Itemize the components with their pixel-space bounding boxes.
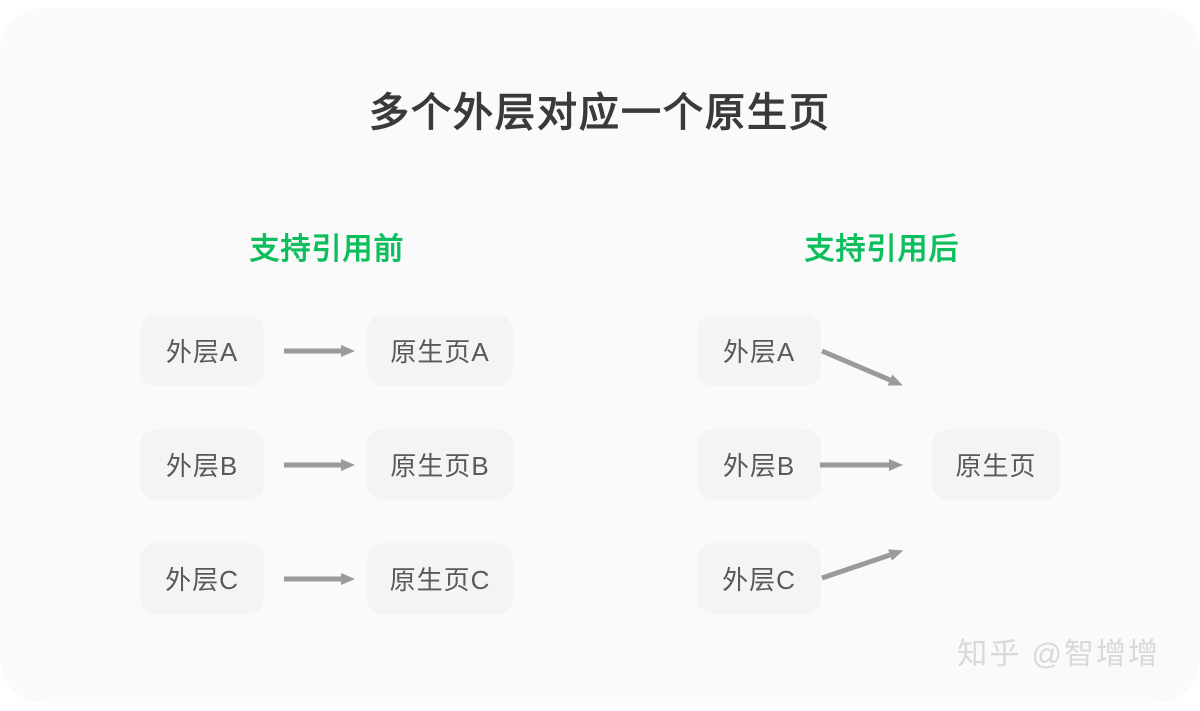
section-heading-after: 支持引用后	[804, 233, 960, 266]
box-after-outer-b: 外层B	[697, 429, 821, 500]
diagram-card: 多个外层对应一个原生页 支持引用前 支持引用后 外层A 原生页A 外层B 原生页…	[0, 8, 1200, 703]
box-after-native: 原生页	[932, 429, 1060, 500]
section-heading-before: 支持引用前	[249, 233, 405, 266]
box-before-native-c: 原生页C	[367, 543, 513, 614]
box-before-outer-c: 外层C	[140, 543, 264, 614]
box-before-outer-a: 外层A	[140, 315, 264, 386]
arrow-after-outer-a-to-native	[821, 348, 903, 386]
box-before-native-a: 原生页A	[367, 315, 513, 386]
box-before-native-b: 原生页B	[367, 429, 513, 500]
box-after-outer-a: 外层A	[697, 315, 821, 386]
box-before-outer-b: 外层B	[140, 429, 264, 500]
arrow-after-outer-c-to-native	[821, 549, 904, 581]
diagram-title: 多个外层对应一个原生页	[369, 91, 831, 135]
box-after-outer-c: 外层C	[697, 543, 821, 614]
watermark: 知乎 @智增增	[957, 638, 1160, 671]
